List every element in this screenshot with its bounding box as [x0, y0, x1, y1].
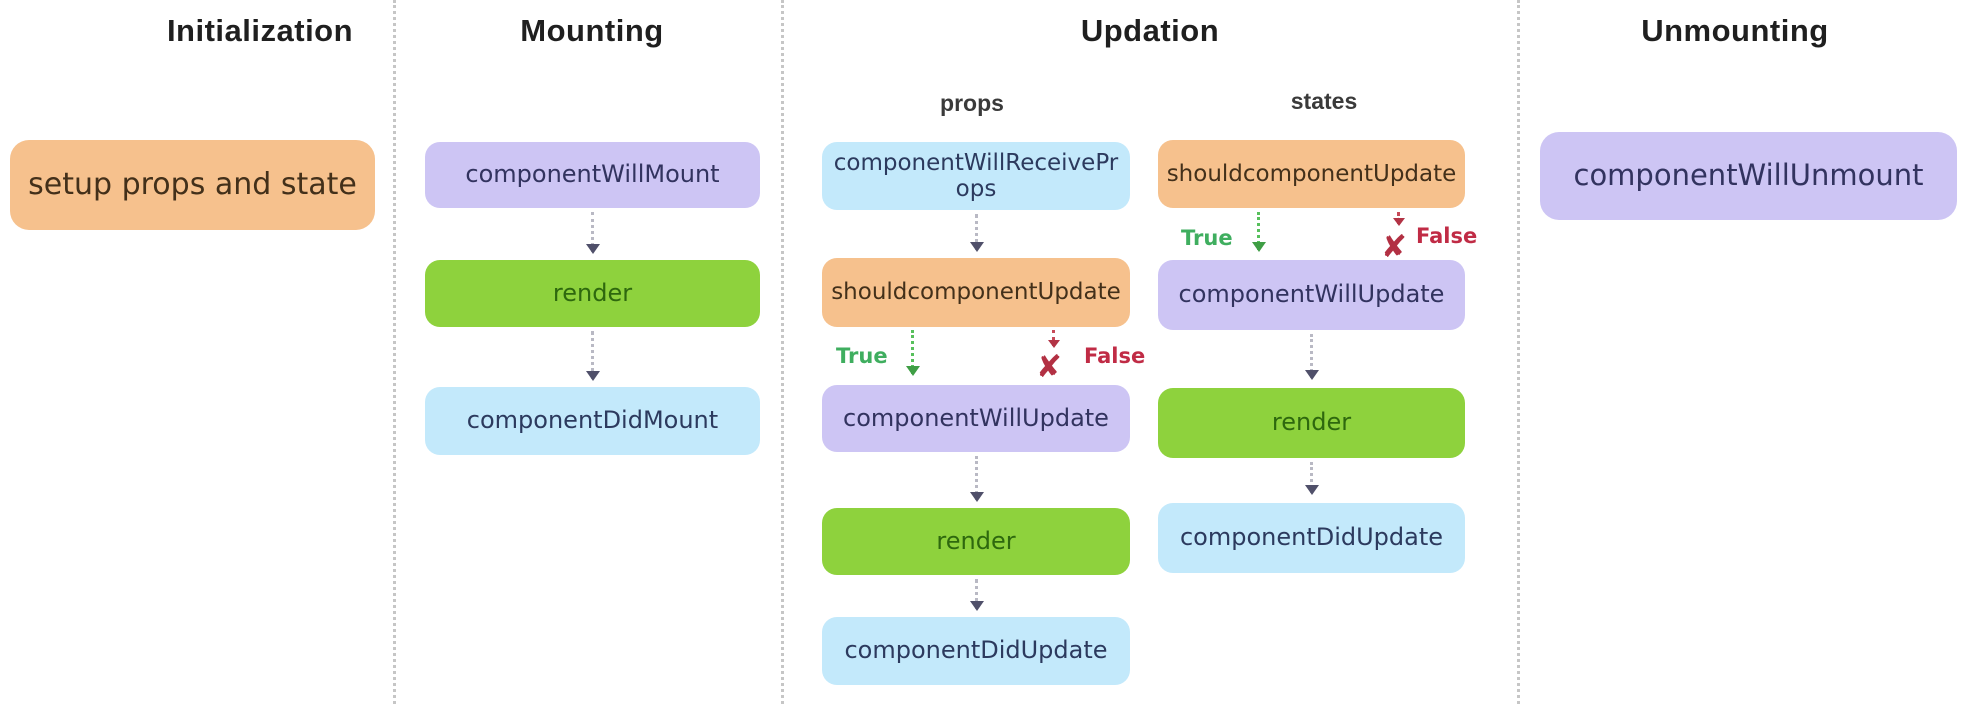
component-will-receive-props-box: componentWillReceivePr ops [822, 142, 1130, 210]
updation-title: Updation [1080, 13, 1220, 48]
receive-props-line2: ops [955, 176, 997, 202]
component-will-unmount-box: componentWillUnmount [1540, 132, 1957, 220]
receive-props-line1: componentWillReceivePr [833, 149, 1119, 176]
props-component-will-update-box: componentWillUpdate [822, 385, 1130, 452]
states-false-x-icon: ✘ [1381, 229, 1407, 265]
arrow-states-render-to-didupdate [1305, 462, 1319, 495]
arrow-willmount-to-render [586, 212, 600, 254]
initialization-title: Initialization [166, 13, 354, 48]
props-false-label: False [1084, 344, 1146, 368]
arrow-render-to-didmount [586, 331, 600, 381]
unmounting-title: Unmounting [1641, 13, 1829, 48]
arrow-receiveprops-to-shouldupdate [970, 214, 984, 252]
arrow-props-willupdate-to-render [970, 456, 984, 502]
arrow-props-render-to-didupdate [970, 579, 984, 611]
props-label: props [940, 90, 1004, 116]
states-false-arrow [1393, 212, 1405, 226]
states-should-component-update-box: shouldcomponentUpdate [1158, 140, 1465, 208]
states-true-label: True [1181, 226, 1233, 250]
props-true-arrow [906, 330, 920, 376]
props-component-did-update-box: componentDidUpdate [822, 617, 1130, 685]
divider-updation-unmounting [1517, 0, 1520, 704]
states-true-arrow [1252, 212, 1266, 252]
states-render-box: render [1158, 388, 1465, 458]
divider-init-mounting [393, 0, 396, 704]
props-true-label: True [836, 344, 888, 368]
props-false-arrow [1048, 330, 1060, 348]
states-label: states [1290, 88, 1358, 114]
divider-mounting-updation [781, 0, 784, 704]
mounting-render-box: render [425, 260, 760, 327]
props-render-box: render [822, 508, 1130, 575]
arrow-states-willupdate-to-render [1305, 334, 1319, 380]
mounting-title: Mounting [520, 13, 664, 48]
setup-props-and-state-box: setup props and state [10, 140, 375, 230]
component-did-mount-box: componentDidMount [425, 387, 760, 455]
states-false-label: False [1416, 224, 1478, 248]
states-component-will-update-box: componentWillUpdate [1158, 260, 1465, 330]
component-will-mount-box: componentWillMount [425, 142, 760, 208]
props-should-component-update-box: shouldcomponentUpdate [822, 258, 1130, 327]
props-false-x-icon: ✘ [1036, 349, 1062, 385]
states-component-did-update-box: componentDidUpdate [1158, 503, 1465, 573]
